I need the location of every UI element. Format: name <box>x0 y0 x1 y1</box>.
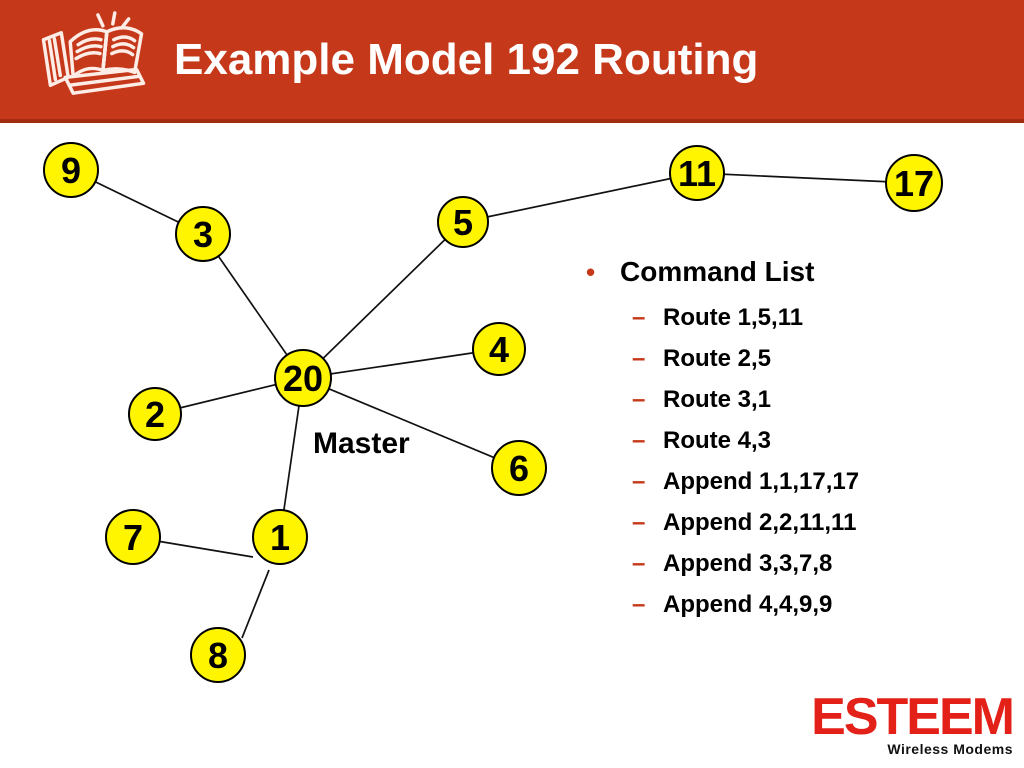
node-circle <box>669 145 725 201</box>
command-item: – Route 4,3 <box>570 420 1000 461</box>
command-item: – Route 2,5 <box>570 338 1000 379</box>
command-item-label: Append 3,3,7,8 <box>663 549 833 577</box>
books-icon <box>41 11 146 95</box>
node-circle <box>128 387 182 441</box>
command-item-label: Route 4,3 <box>663 426 772 454</box>
dash-icon: – <box>632 508 646 536</box>
node-number: 17 <box>894 163 934 204</box>
edge-1-8 <box>241 569 270 639</box>
node-number: 4 <box>489 329 509 370</box>
node-number: 20 <box>283 358 323 399</box>
command-item-label: Route 2,5 <box>663 344 772 372</box>
dash-icon: – <box>632 385 646 413</box>
node-circle <box>105 509 161 565</box>
command-item-label: Append 2,2,11,11 <box>663 508 857 536</box>
master-label: Master <box>313 427 410 460</box>
edge-3-20 <box>202 233 304 379</box>
command-item: – Route 1,5,11 <box>570 297 1000 338</box>
node-number: 1 <box>270 517 290 558</box>
dash-icon: – <box>632 467 646 495</box>
command-item: – Append 3,3,7,8 <box>570 543 1000 584</box>
edge-5-11 <box>462 172 698 223</box>
node-6: 6 <box>491 440 547 496</box>
node-9: 9 <box>43 142 99 198</box>
node-number: 5 <box>453 202 473 243</box>
node-circle <box>491 440 547 496</box>
node-circle <box>190 627 246 683</box>
node-8: 8 <box>190 627 246 683</box>
node-7: 7 <box>105 509 161 565</box>
node-circle <box>437 196 489 248</box>
node-number: 6 <box>509 448 529 489</box>
node-11: 11 <box>669 145 725 201</box>
header-bar: Example Model 192 Routing <box>0 0 1024 123</box>
command-list-heading: • Command List <box>570 255 1000 289</box>
node-number: 9 <box>61 150 81 191</box>
node-circle <box>274 349 332 407</box>
bullet-icon: • <box>586 256 596 287</box>
node-circle <box>885 154 943 212</box>
command-item: – Append 2,2,11,11 <box>570 502 1000 543</box>
node-number: 7 <box>123 517 143 558</box>
node-20-master: 20 <box>274 349 332 407</box>
node-number: 3 <box>193 214 213 255</box>
command-list: • Command List – Route 1,5,11 – Route 2,… <box>570 255 1000 625</box>
edge-20-4 <box>302 348 500 379</box>
logo-tagline: Wireless Modems <box>887 741 1013 757</box>
edge-5-20 <box>302 221 464 379</box>
command-item-label: Route 1,5,11 <box>663 303 804 331</box>
command-item: – Append 1,1,17,17 <box>570 461 1000 502</box>
command-item: – Append 4,4,9,9 <box>570 584 1000 625</box>
node-circle <box>43 142 99 198</box>
dash-icon: – <box>632 549 646 577</box>
command-item-label: Route 3,1 <box>663 385 772 413</box>
dash-icon: – <box>632 426 646 454</box>
node-circle <box>472 322 526 376</box>
node-circle <box>252 509 308 565</box>
command-list-title: Command List <box>620 256 815 287</box>
dash-icon: – <box>632 590 646 618</box>
node-4: 4 <box>472 322 526 376</box>
command-item-label: Append 4,4,9,9 <box>663 590 833 618</box>
node-3: 3 <box>175 206 231 262</box>
dash-icon: – <box>632 303 646 331</box>
node-2: 2 <box>128 387 182 441</box>
command-list-items: – Route 1,5,11 – Route 2,5 – Route 3,1 –… <box>570 297 1000 625</box>
edge-11-17 <box>696 172 915 184</box>
node-1: 1 <box>252 509 308 565</box>
dash-icon: – <box>632 344 646 372</box>
node-number: 8 <box>208 635 228 676</box>
node-circle <box>175 206 231 262</box>
esteem-logo: ESTEEM Wireless Modems <box>811 688 1015 757</box>
node-number: 11 <box>678 153 716 194</box>
page-title: Example Model 192 Routing <box>174 34 759 84</box>
logo-brand: ESTEEM <box>811 688 1015 746</box>
node-number: 2 <box>145 394 165 435</box>
node-17: 17 <box>885 154 943 212</box>
edge-20-6 <box>302 377 520 469</box>
command-item: – Route 3,1 <box>570 379 1000 420</box>
node-5: 5 <box>437 196 489 248</box>
command-item-label: Append 1,1,17,17 <box>663 467 860 495</box>
